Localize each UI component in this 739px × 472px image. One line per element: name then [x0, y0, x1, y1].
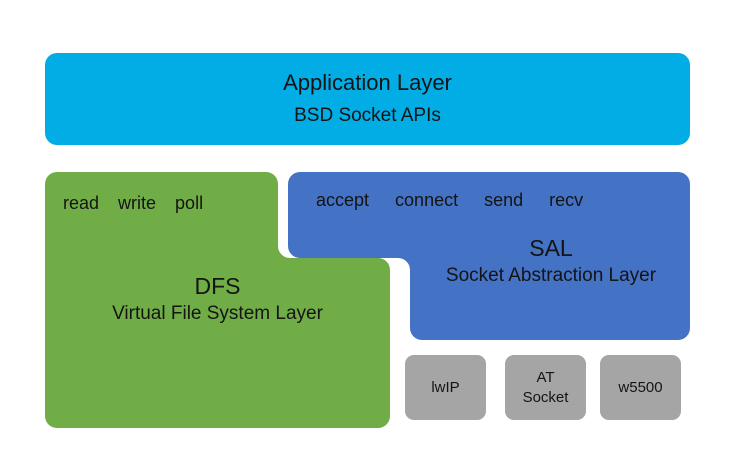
sal-title: SAL	[529, 235, 573, 261]
sal-block	[288, 172, 690, 340]
application-layer-subtitle: BSD Socket APIs	[294, 105, 441, 126]
sal-api-send: send	[484, 190, 524, 210]
sal-label-group: SAL Socket Abstraction Layer	[412, 234, 690, 289]
dfs-label-group: DFS Virtual File System Layer	[45, 272, 390, 327]
dfs-api-read: read	[63, 193, 100, 213]
driver-at-socket-line2: Socket	[522, 388, 569, 406]
driver-w5500-line1: w5500	[618, 378, 663, 396]
dfs-title: DFS	[194, 273, 241, 299]
dfs-subtitle: Virtual File System Layer	[112, 303, 323, 324]
sal-subtitle: Socket Abstraction Layer	[445, 265, 657, 286]
driver-box-at-socket: AT Socket	[505, 355, 586, 420]
driver-lwip-line1: lwIP	[431, 378, 460, 396]
sal-api-recv: recv	[549, 190, 584, 210]
sal-shape-path	[288, 172, 690, 340]
application-layer-title: Application Layer	[283, 70, 452, 95]
dfs-api-write: write	[118, 193, 157, 213]
sal-api-list: accept connect send recv	[316, 190, 676, 211]
application-layer-block: Application Layer BSD Socket APIs	[45, 53, 690, 145]
dfs-block	[45, 172, 390, 428]
driver-box-lwip: lwIP	[405, 355, 486, 420]
driver-box-w5500: w5500	[600, 355, 681, 420]
dfs-shape-path	[45, 172, 390, 428]
dfs-api-list: read write poll	[63, 193, 278, 214]
sal-api-accept: accept	[316, 190, 370, 210]
dfs-api-poll: poll	[175, 193, 204, 213]
driver-at-socket-line1: AT	[536, 368, 555, 386]
sal-api-connect: connect	[395, 190, 459, 210]
